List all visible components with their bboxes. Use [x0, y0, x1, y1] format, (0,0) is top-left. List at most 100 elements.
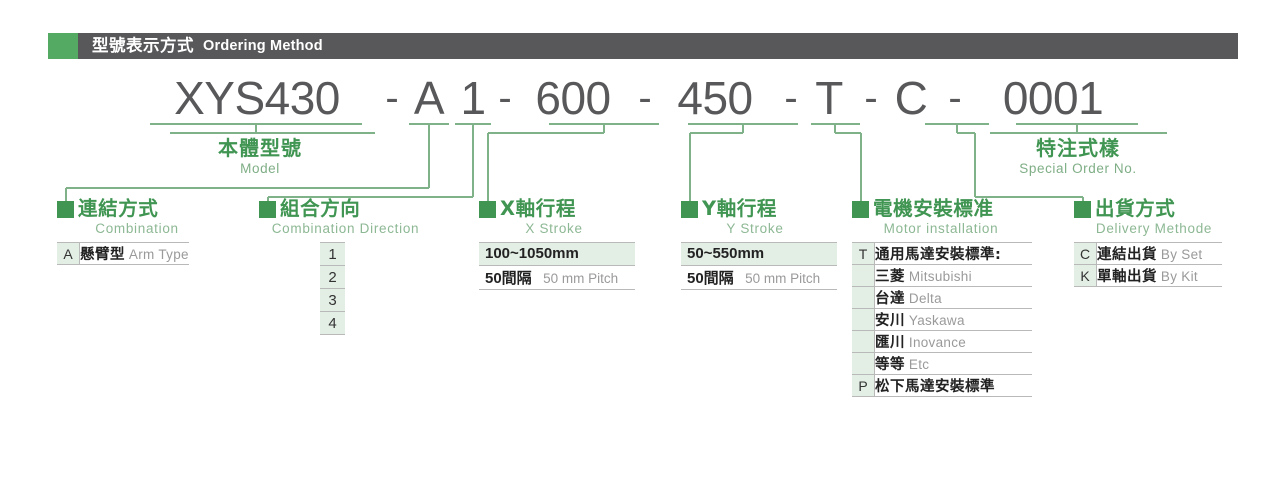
motor-row-3-key: [852, 308, 875, 331]
group-combination-cn: 連結方式: [78, 197, 159, 220]
bullet-square-icon: [852, 200, 869, 218]
delivery-row-0-cn: 連結出貨: [1097, 247, 1157, 263]
callout-special-order-cn: 特注式樣: [1036, 136, 1120, 160]
x-stroke-pitch-cn: 50間隔: [485, 270, 532, 287]
table-row[interactable]: T 通用馬達安裝標準:: [852, 242, 1032, 265]
direction-option-0: 1: [320, 242, 345, 266]
motor-row-4-cn: 匯川: [875, 335, 905, 351]
group-motor-installation-cn: 電機安裝標准: [873, 197, 994, 220]
model-code-row: XYS430 - A 1 - 600 - 450 - T - C - 0001: [0, 72, 1284, 125]
code-token-motor: T: [815, 72, 843, 124]
code-token-delivery: C: [894, 72, 928, 124]
motor-row-6-cn: 松下馬達安裝標準: [875, 379, 995, 395]
group-y-stroke-en: Y Stroke: [726, 221, 784, 236]
motor-row-4-value: 匯川 Inovance: [874, 330, 1032, 353]
code-separator-5: -: [864, 76, 878, 120]
motor-row-1-cn: 三菱: [875, 269, 905, 285]
x-stroke-range: 100~1050mm: [485, 245, 579, 262]
table-row[interactable]: 50~550mm: [681, 242, 837, 266]
motor-row-2-value: 台達 Delta: [874, 286, 1032, 309]
table-row[interactable]: 等等 Etc: [852, 352, 1032, 375]
code-token-direction: 1: [460, 72, 486, 124]
group-combination-direction-heading: 組合方向: [259, 198, 432, 220]
table-row[interactable]: 50間隔 50 mm Pitch: [479, 265, 635, 290]
group-motor-installation: 電機安裝標准 Motor installation T 通用馬達安裝標準: 三菱…: [852, 198, 1032, 397]
code-separator-2: -: [498, 76, 512, 120]
bullet-square-icon: [681, 200, 698, 218]
callout-special-order: 特注式樣 Special Order No.: [998, 136, 1158, 177]
table-row[interactable]: 安川 Yaskawa: [852, 308, 1032, 331]
motor-row-0-cn: 通用馬達安裝標準:: [875, 247, 1002, 263]
direction-option-2: 3: [320, 288, 345, 312]
bullet-square-icon: [1074, 200, 1091, 218]
code-token-y-stroke: 450: [677, 72, 753, 124]
motor-row-6-value: 松下馬達安裝標準: [874, 374, 1032, 397]
motor-row-3-en: Yaskawa: [908, 313, 965, 328]
motor-row-4-en: Inovance: [908, 335, 967, 350]
table-motor-installation: T 通用馬達安裝標準: 三菱 Mitsubishi 台達 Delta 安川: [852, 242, 1032, 397]
code-token-model: XYS430: [174, 72, 340, 124]
motor-row-5-value: 等等 Etc: [874, 352, 1032, 375]
group-combination-direction-en: Combination Direction: [271, 221, 420, 236]
list-item[interactable]: 2: [320, 265, 345, 289]
group-x-stroke: X軸行程 X Stroke 100~1050mm 50間隔 50 mm Pitc…: [479, 198, 635, 290]
table-x-stroke: 100~1050mm 50間隔 50 mm Pitch: [479, 242, 635, 290]
group-delivery-method: 出貨方式 Delivery Methode C 連結出貨 By Set K 單軸…: [1074, 198, 1234, 287]
list-item[interactable]: 4: [320, 311, 345, 335]
direction-option-1: 2: [320, 265, 345, 289]
table-row[interactable]: C 連結出貨 By Set: [1074, 242, 1222, 265]
callout-model: 本體型號 Model: [180, 136, 340, 177]
group-delivery-method-heading: 出貨方式: [1074, 198, 1234, 220]
y-stroke-pitch-en: 50 mm Pitch: [745, 271, 821, 286]
group-y-stroke-cn: Y軸行程: [702, 197, 778, 220]
callout-special-order-en: Special Order No.: [1019, 161, 1137, 176]
table-row[interactable]: 匯川 Inovance: [852, 330, 1032, 353]
table-row[interactable]: 三菱 Mitsubishi: [852, 264, 1032, 287]
code-separator-1: -: [385, 76, 399, 120]
motor-row-2-cn: 台達: [875, 291, 905, 307]
motor-row-0-value: 通用馬達安裝標準:: [874, 242, 1032, 265]
combination-row-0-en: Arm Type: [128, 247, 189, 262]
motor-row-3-cn: 安川: [875, 313, 905, 329]
code-separator-3: -: [638, 76, 652, 120]
list-item[interactable]: 1: [320, 242, 345, 266]
table-row[interactable]: 50間隔 50 mm Pitch: [681, 265, 837, 290]
y-stroke-pitch-cell: 50間隔 50 mm Pitch: [681, 265, 837, 290]
motor-row-1-value: 三菱 Mitsubishi: [874, 264, 1032, 287]
delivery-row-0-en: By Set: [1160, 247, 1203, 262]
header-title-en: Ordering Method: [203, 37, 323, 54]
motor-row-5-key: [852, 352, 875, 375]
group-x-stroke-en: X Stroke: [525, 221, 583, 236]
y-stroke-range: 50~550mm: [687, 245, 765, 262]
group-combination-direction: 組合方向 Combination Direction 1 2 3 4: [259, 198, 432, 335]
group-y-stroke-heading: Y軸行程: [681, 198, 837, 220]
table-row[interactable]: K 單軸出貨 By Kit: [1074, 264, 1222, 287]
code-token-x-stroke: 600: [535, 72, 611, 124]
direction-option-3: 4: [320, 311, 345, 335]
combination-row-0-key: A: [57, 242, 80, 265]
callout-model-cn: 本體型號: [218, 136, 302, 160]
header-title-bar: 型號表示方式 Ordering Method: [78, 33, 1238, 59]
table-y-stroke: 50~550mm 50間隔 50 mm Pitch: [681, 242, 837, 290]
motor-row-4-key: [852, 330, 875, 353]
delivery-row-1-key: K: [1074, 264, 1097, 287]
group-motor-installation-heading: 電機安裝標准: [852, 198, 1032, 220]
motor-row-0-key: T: [852, 242, 875, 265]
motor-row-5-en: Etc: [908, 357, 930, 372]
group-y-stroke: Y軸行程 Y Stroke 50~550mm 50間隔 50 mm Pitch: [681, 198, 837, 290]
list-item[interactable]: 3: [320, 288, 345, 312]
table-row[interactable]: A 懸臂型 Arm Type: [57, 242, 189, 265]
bullet-square-icon: [57, 200, 74, 218]
combination-row-0-value: 懸臂型 Arm Type: [79, 242, 189, 265]
header-accent-swatch: [48, 33, 78, 59]
callout-model-en: Model: [240, 161, 280, 176]
code-separator-4: -: [784, 76, 798, 120]
table-row[interactable]: 台達 Delta: [852, 286, 1032, 309]
group-combination-direction-cn: 組合方向: [280, 197, 361, 220]
delivery-row-0-value: 連結出貨 By Set: [1096, 242, 1222, 265]
table-row[interactable]: 100~1050mm: [479, 242, 635, 266]
combination-row-0-cn: 懸臂型: [80, 247, 125, 263]
table-row[interactable]: P 松下馬達安裝標準: [852, 374, 1032, 397]
y-stroke-pitch-cn: 50間隔: [687, 270, 734, 287]
motor-row-2-key: [852, 286, 875, 309]
